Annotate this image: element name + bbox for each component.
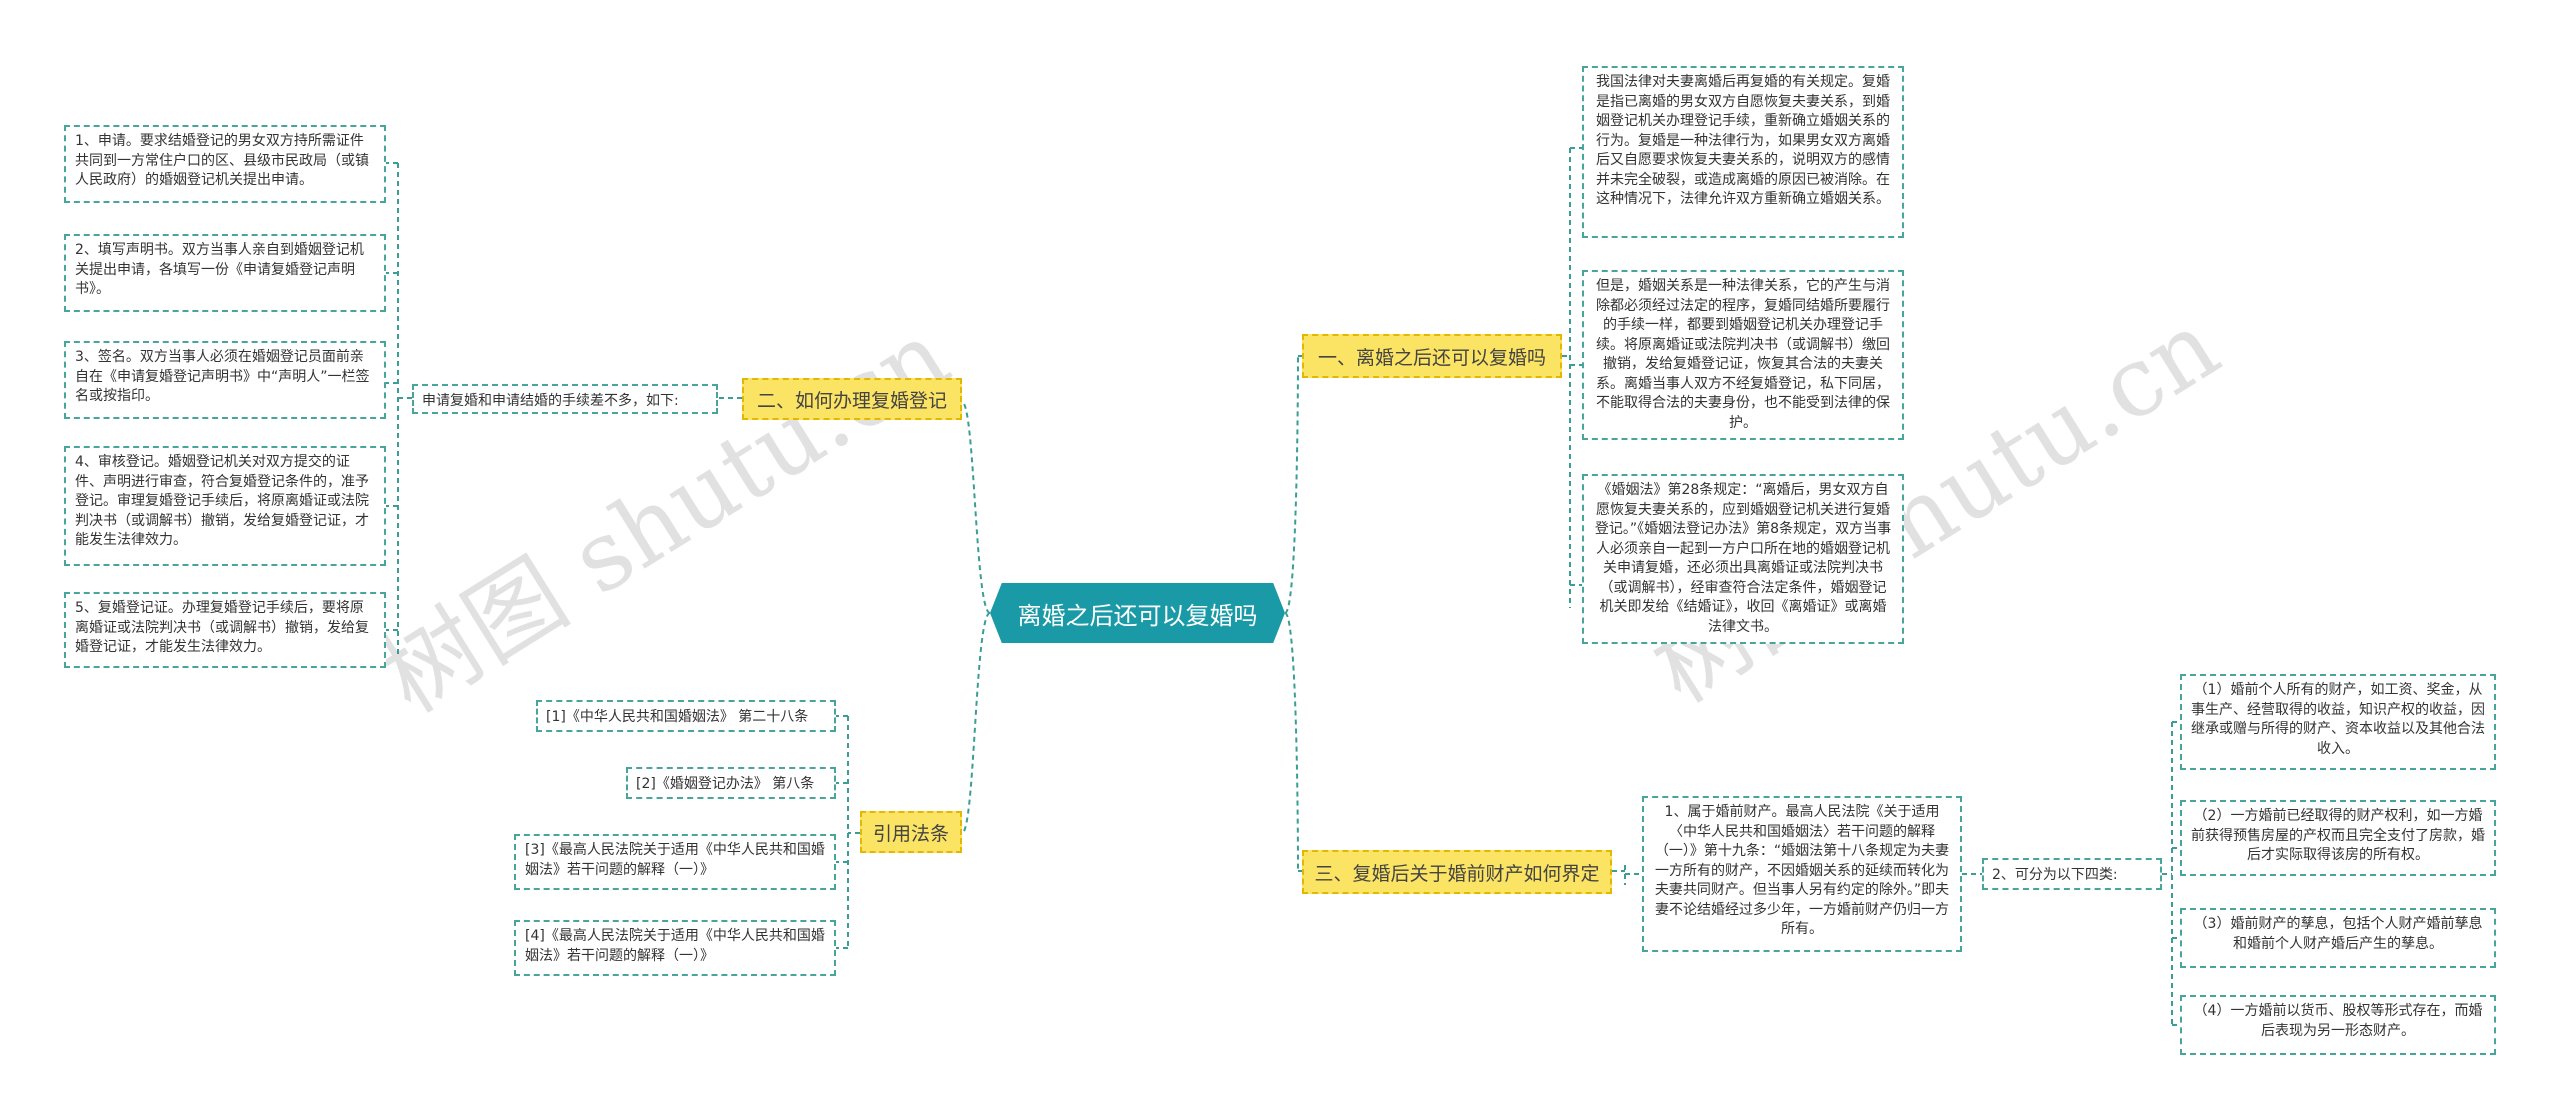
property-point-1: 1、属于婚前财产。最高人民法院《关于适用〈中华人民共和国婚姻法〉若干问题的解释（… <box>1642 796 1962 952</box>
how-to-step-4: 4、审核登记。婚姻登记机关对双方提交的证件、声明进行审查，符合复婚登记条件的，准… <box>64 446 386 566</box>
topic-citations[interactable]: 引用法条 <box>860 811 962 853</box>
how-to-step-2: 2、填写声明书。双方当事人亲自到婚姻登记机关提出申请，各填写一份《申请复婚登记声… <box>64 234 386 312</box>
topic-premarital-property[interactable]: 三、复婚后关于婚前财产如何界定 <box>1302 850 1612 894</box>
how-to-step-5: 5、复婚登记证。办理复婚登记手续后，要将原离婚证或法院判决书（或调解书）撤销，发… <box>64 592 386 668</box>
root-topic[interactable]: 离婚之后还可以复婚吗 <box>990 583 1285 643</box>
how-to-step-3: 3、签名。双方当事人必须在婚姻登记员面前亲自在《申请复婚登记声明书》中“声明人”… <box>64 341 386 419</box>
can-remarry-paragraph-2: 但是，婚姻关系是一种法律关系，它的产生与消除都必须经过法定的程序，复婚同结婚所要… <box>1582 270 1904 440</box>
how-to-intro-note: 申请复婚和申请结婚的手续差不多，如下: <box>412 384 718 414</box>
can-remarry-paragraph-3: 《婚姻法》第28条规定：“离婚后，男女双方自愿恢复夫妻关系的，应到婚姻登记机关进… <box>1582 474 1904 644</box>
line-can-remarry-paragraphs <box>1562 147 1582 608</box>
line-property-points <box>1612 865 1642 885</box>
line-root-how-to <box>961 401 991 614</box>
property-type-1: （1）婚前个人所有的财产，如工资、奖金，从事生产、经营取得的收益，知识产权的收益… <box>2180 674 2496 770</box>
line-root-property <box>1284 612 1299 872</box>
citation-4: [4]《最高人民法院关于适用《中华人民共和国婚姻法》若干问题的解释（一）》 <box>514 920 836 976</box>
citation-3: [3]《最高人民法院关于适用《中华人民共和国婚姻法》若干问题的解释（一）》 <box>514 834 836 890</box>
line-root-citations <box>961 612 991 834</box>
line-citations-items <box>836 715 860 949</box>
topic-can-remarry[interactable]: 一、离婚之后还可以复婚吗 <box>1302 334 1562 378</box>
how-to-step-1: 1、申请。要求结婚登记的男女双方持所需证件共同到一方常住户口的区、县级市民政局（… <box>64 125 386 203</box>
property-type-4: （4）一方婚前以货币、股权等形式存在，而婚后表现为另一形态财产。 <box>2180 995 2496 1055</box>
can-remarry-paragraph-1: 我国法律对夫妻离婚后再复婚的有关规定。复婚是指已离婚的男女双方自愿恢复夫妻关系，… <box>1582 66 1904 238</box>
property-point-2: 2、可分为以下四类: <box>1982 858 2162 890</box>
property-type-2: （2）一方婚前已经取得的财产权利，如一方婚前获得预售房屋的产权而且完全支付了房款… <box>2180 800 2496 876</box>
citation-1: [1]《中华人民共和国婚姻法》 第二十八条 <box>536 700 836 732</box>
line-point2-types <box>2162 721 2180 1026</box>
property-type-3: （3）婚前财产的孳息，包括个人财产婚前孳息和婚前个人财产婚后产生的孳息。 <box>2180 908 2496 968</box>
citation-2: [2]《婚姻登记办法》 第八条 <box>626 767 836 799</box>
line-root-can-remarry <box>1284 355 1299 614</box>
topic-how-to-register[interactable]: 二、如何办理复婚登记 <box>742 378 962 420</box>
line-note-steps <box>386 162 412 655</box>
